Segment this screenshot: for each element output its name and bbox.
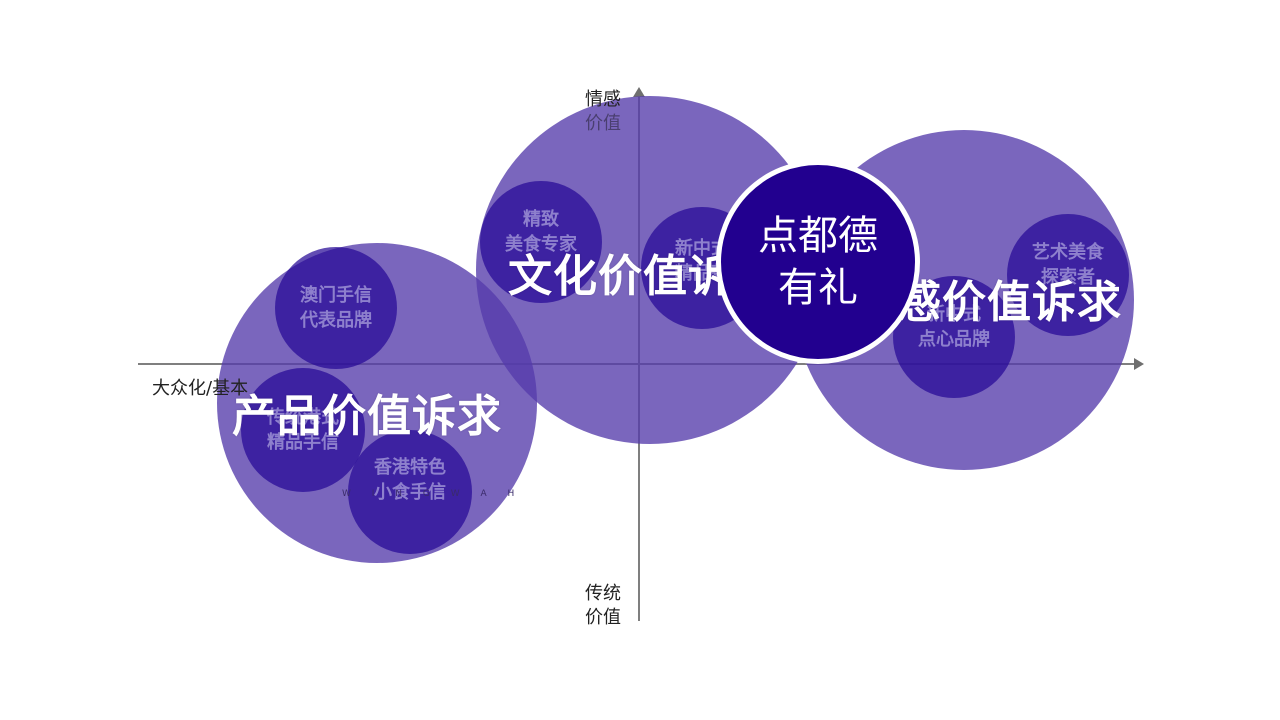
center-brand-line2: 有礼: [778, 265, 858, 311]
center-brand-line1: 点都德: [758, 213, 878, 259]
item-line2: 点心品牌: [918, 329, 990, 350]
item-line2: 精品手信: [267, 432, 339, 453]
item-line2: 代表品牌: [300, 310, 372, 331]
item-line1: 传统港式: [267, 407, 339, 428]
item-line1: 新中式: [675, 238, 729, 259]
item-line1: 新中式: [927, 304, 981, 325]
y-axis-top-line1: 情感: [585, 89, 621, 110]
item-line2: 精品茶: [675, 263, 729, 284]
y-axis-top-line2: 价值: [585, 113, 621, 134]
item-circle: 艺术美食探索者: [1007, 214, 1129, 336]
item-line1: 精致: [523, 209, 559, 230]
item-line2: 探索者: [1041, 267, 1095, 288]
y-axis-bottom-line2: 价值: [585, 607, 621, 628]
group-label-product: 产品价值诉求: [232, 391, 502, 442]
y-axis-top-label: 情感 价值: [580, 88, 626, 136]
item-line2: 小食手信: [374, 482, 446, 503]
x-axis-arrow-icon: [1134, 358, 1144, 370]
item-circle: 精致美食专家: [480, 181, 602, 303]
item-line1: 香港特色: [374, 457, 446, 478]
y-axis-arrow-icon: [633, 87, 645, 97]
brand-wordmark: W I N G W A H: [342, 489, 524, 499]
center-brand-circle: 点都德 有礼: [716, 160, 920, 364]
item-circle: 香港特色小食手信: [348, 430, 472, 554]
item-line1: 艺术美食: [1032, 242, 1104, 263]
item-line1: 澳门手信: [300, 285, 372, 306]
y-axis-bottom-label: 传统 价值: [580, 582, 626, 630]
item-circle: 传统港式精品手信: [241, 368, 365, 492]
y-axis-bottom-line1: 传统: [585, 583, 621, 604]
item-circle: 澳门手信代表品牌: [275, 247, 397, 369]
x-axis-left-label: 大众化/基本: [152, 378, 249, 399]
item-line2: 美食专家: [505, 234, 577, 255]
